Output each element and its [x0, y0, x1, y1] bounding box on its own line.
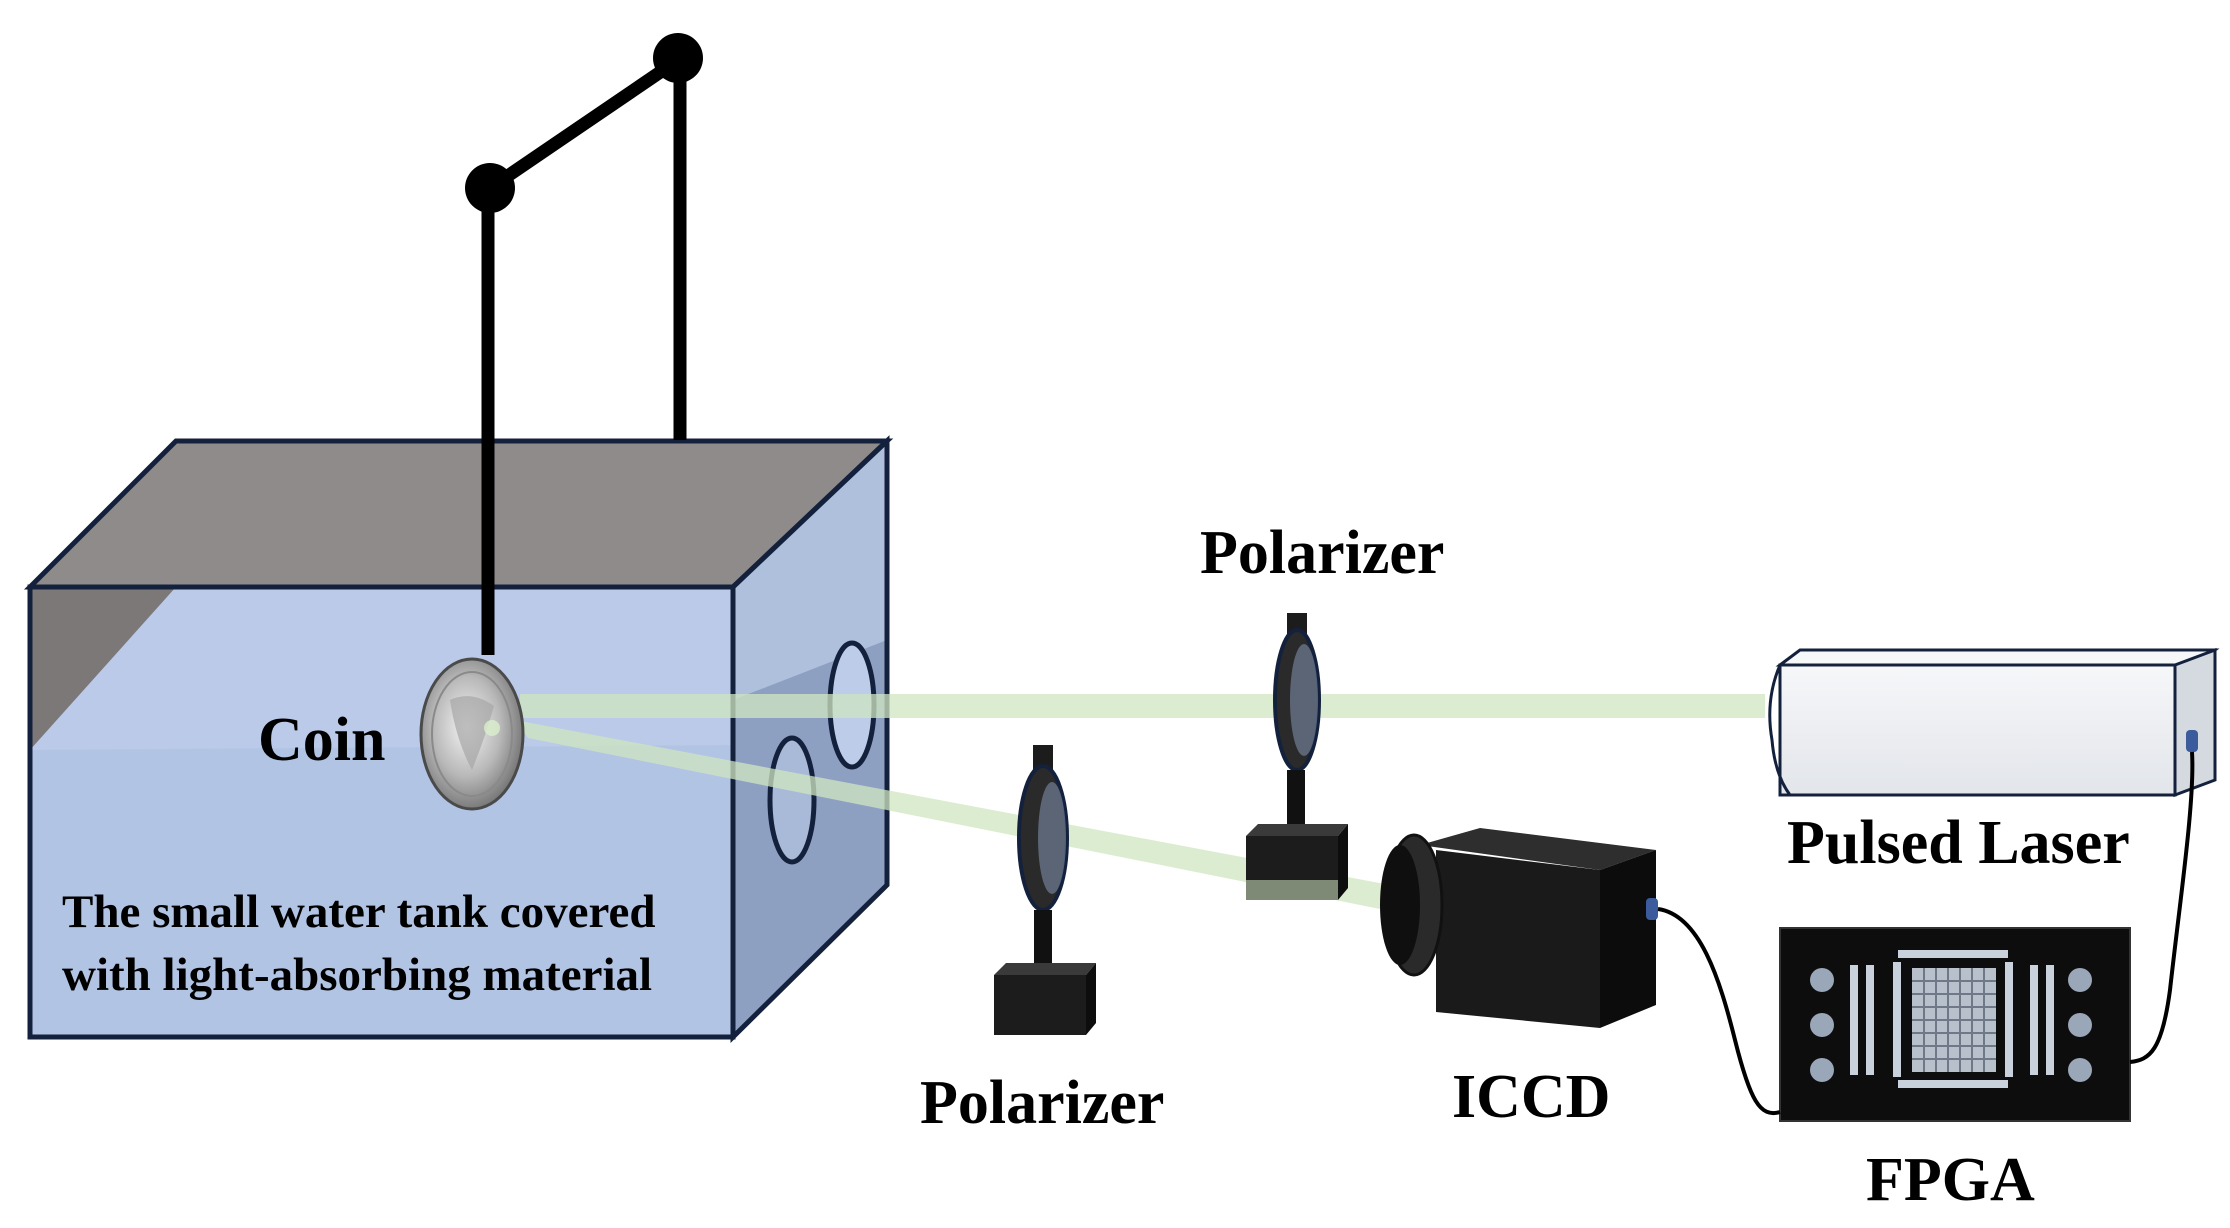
- coin-holder-stand: [465, 33, 703, 655]
- iccd-label: ICCD: [1452, 1063, 1610, 1131]
- stand-joint-left: [465, 163, 515, 213]
- water-tank: [23, 435, 894, 1043]
- stand-joint-right: [653, 33, 703, 83]
- fpga-board: [1779, 927, 2131, 1122]
- incident-beam: [520, 694, 1765, 718]
- cable-laser-fpga: [2129, 751, 2195, 1064]
- iccd-connector: [1646, 898, 1658, 920]
- tank-side-upper: [733, 441, 887, 700]
- tank-label-line1: The small water tank covered: [62, 886, 656, 938]
- pulsed-laser-label: Pulsed Laser: [1787, 809, 2130, 877]
- cable-iccd-fpga: [1657, 907, 1781, 1116]
- coin: [419, 657, 525, 811]
- tank-label-line2: with light-absorbing material: [62, 949, 652, 1001]
- coin-label: Coin: [258, 706, 385, 774]
- cables: [1657, 751, 2195, 1116]
- tank-window-lower: [767, 735, 817, 865]
- polarizer-top: [1246, 613, 1348, 900]
- pulsed-laser: [1768, 647, 2220, 798]
- reflected-beam: [515, 720, 1390, 910]
- fpga-label: FPGA: [1866, 1146, 2035, 1214]
- polarizer-top-label: Polarizer: [1200, 519, 1444, 587]
- polarizer-bottom-label: Polarizer: [920, 1069, 1164, 1137]
- polarizer-bottom: [994, 745, 1096, 1035]
- laser-beams: [515, 694, 1765, 910]
- iccd-camera: [1380, 828, 1658, 1028]
- laser-connector: [2186, 730, 2198, 752]
